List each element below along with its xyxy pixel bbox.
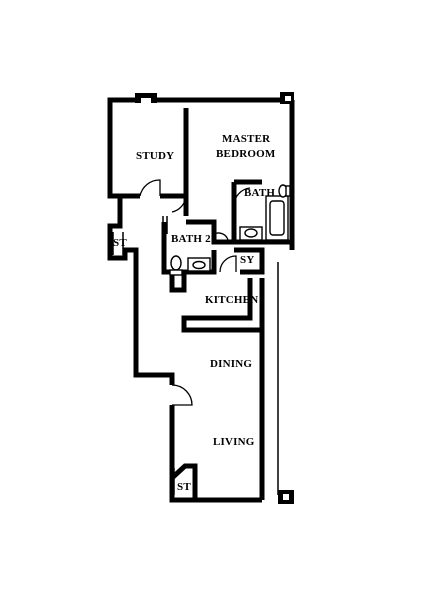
corner-block-bottom-right [278, 490, 294, 504]
storage-shelves [112, 232, 175, 495]
label-kitchen: KITCHEN [205, 294, 258, 306]
label-storage-upper: ST [113, 237, 127, 249]
sink-bath2 [187, 257, 211, 272]
toilet-bath2 [169, 255, 183, 276]
label-bath2: BATH 2 [171, 233, 211, 245]
toilet-bath [278, 184, 291, 198]
label-bath: BATH [244, 187, 275, 199]
door-swings [139, 179, 251, 406]
corner-block-top-left [135, 93, 157, 104]
sink-bath [239, 226, 263, 241]
label-master-bedroom-line1: MASTER [222, 133, 271, 145]
label-storage-lower: ST [177, 481, 191, 493]
corner-block-top-right [280, 92, 294, 104]
sliding-door [162, 216, 168, 234]
label-living: LIVING [213, 436, 255, 448]
label-sy: SY [240, 254, 254, 266]
bathtub [265, 195, 289, 241]
label-dining: DINING [210, 358, 252, 370]
label-study: STUDY [136, 150, 174, 162]
label-master-bedroom-line2: BEDROOM [216, 148, 276, 160]
